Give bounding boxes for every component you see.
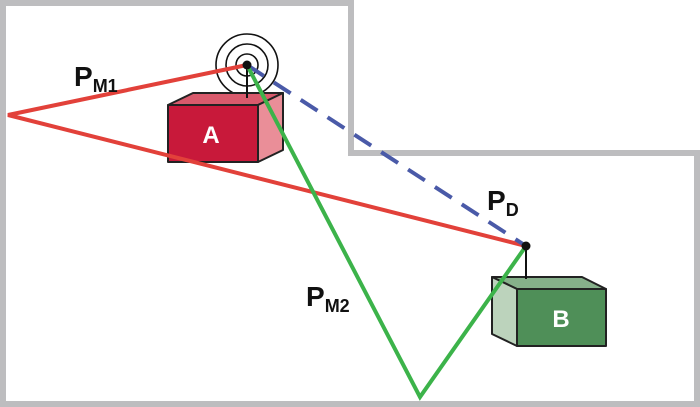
- transmitter-node: [242, 60, 252, 70]
- path-m2: [245, 64, 528, 401]
- box-a-label: A: [202, 122, 219, 149]
- path-direct: [245, 63, 528, 248]
- label-pd: PD: [487, 185, 519, 220]
- label-pm2: PM2: [306, 281, 350, 316]
- box-a: [167, 92, 284, 163]
- box-b: [491, 276, 607, 347]
- label-pm1: PM1: [74, 61, 118, 96]
- path-m1: [7, 63, 527, 248]
- receiver-node: [521, 241, 531, 251]
- box-b-label: B: [552, 306, 569, 333]
